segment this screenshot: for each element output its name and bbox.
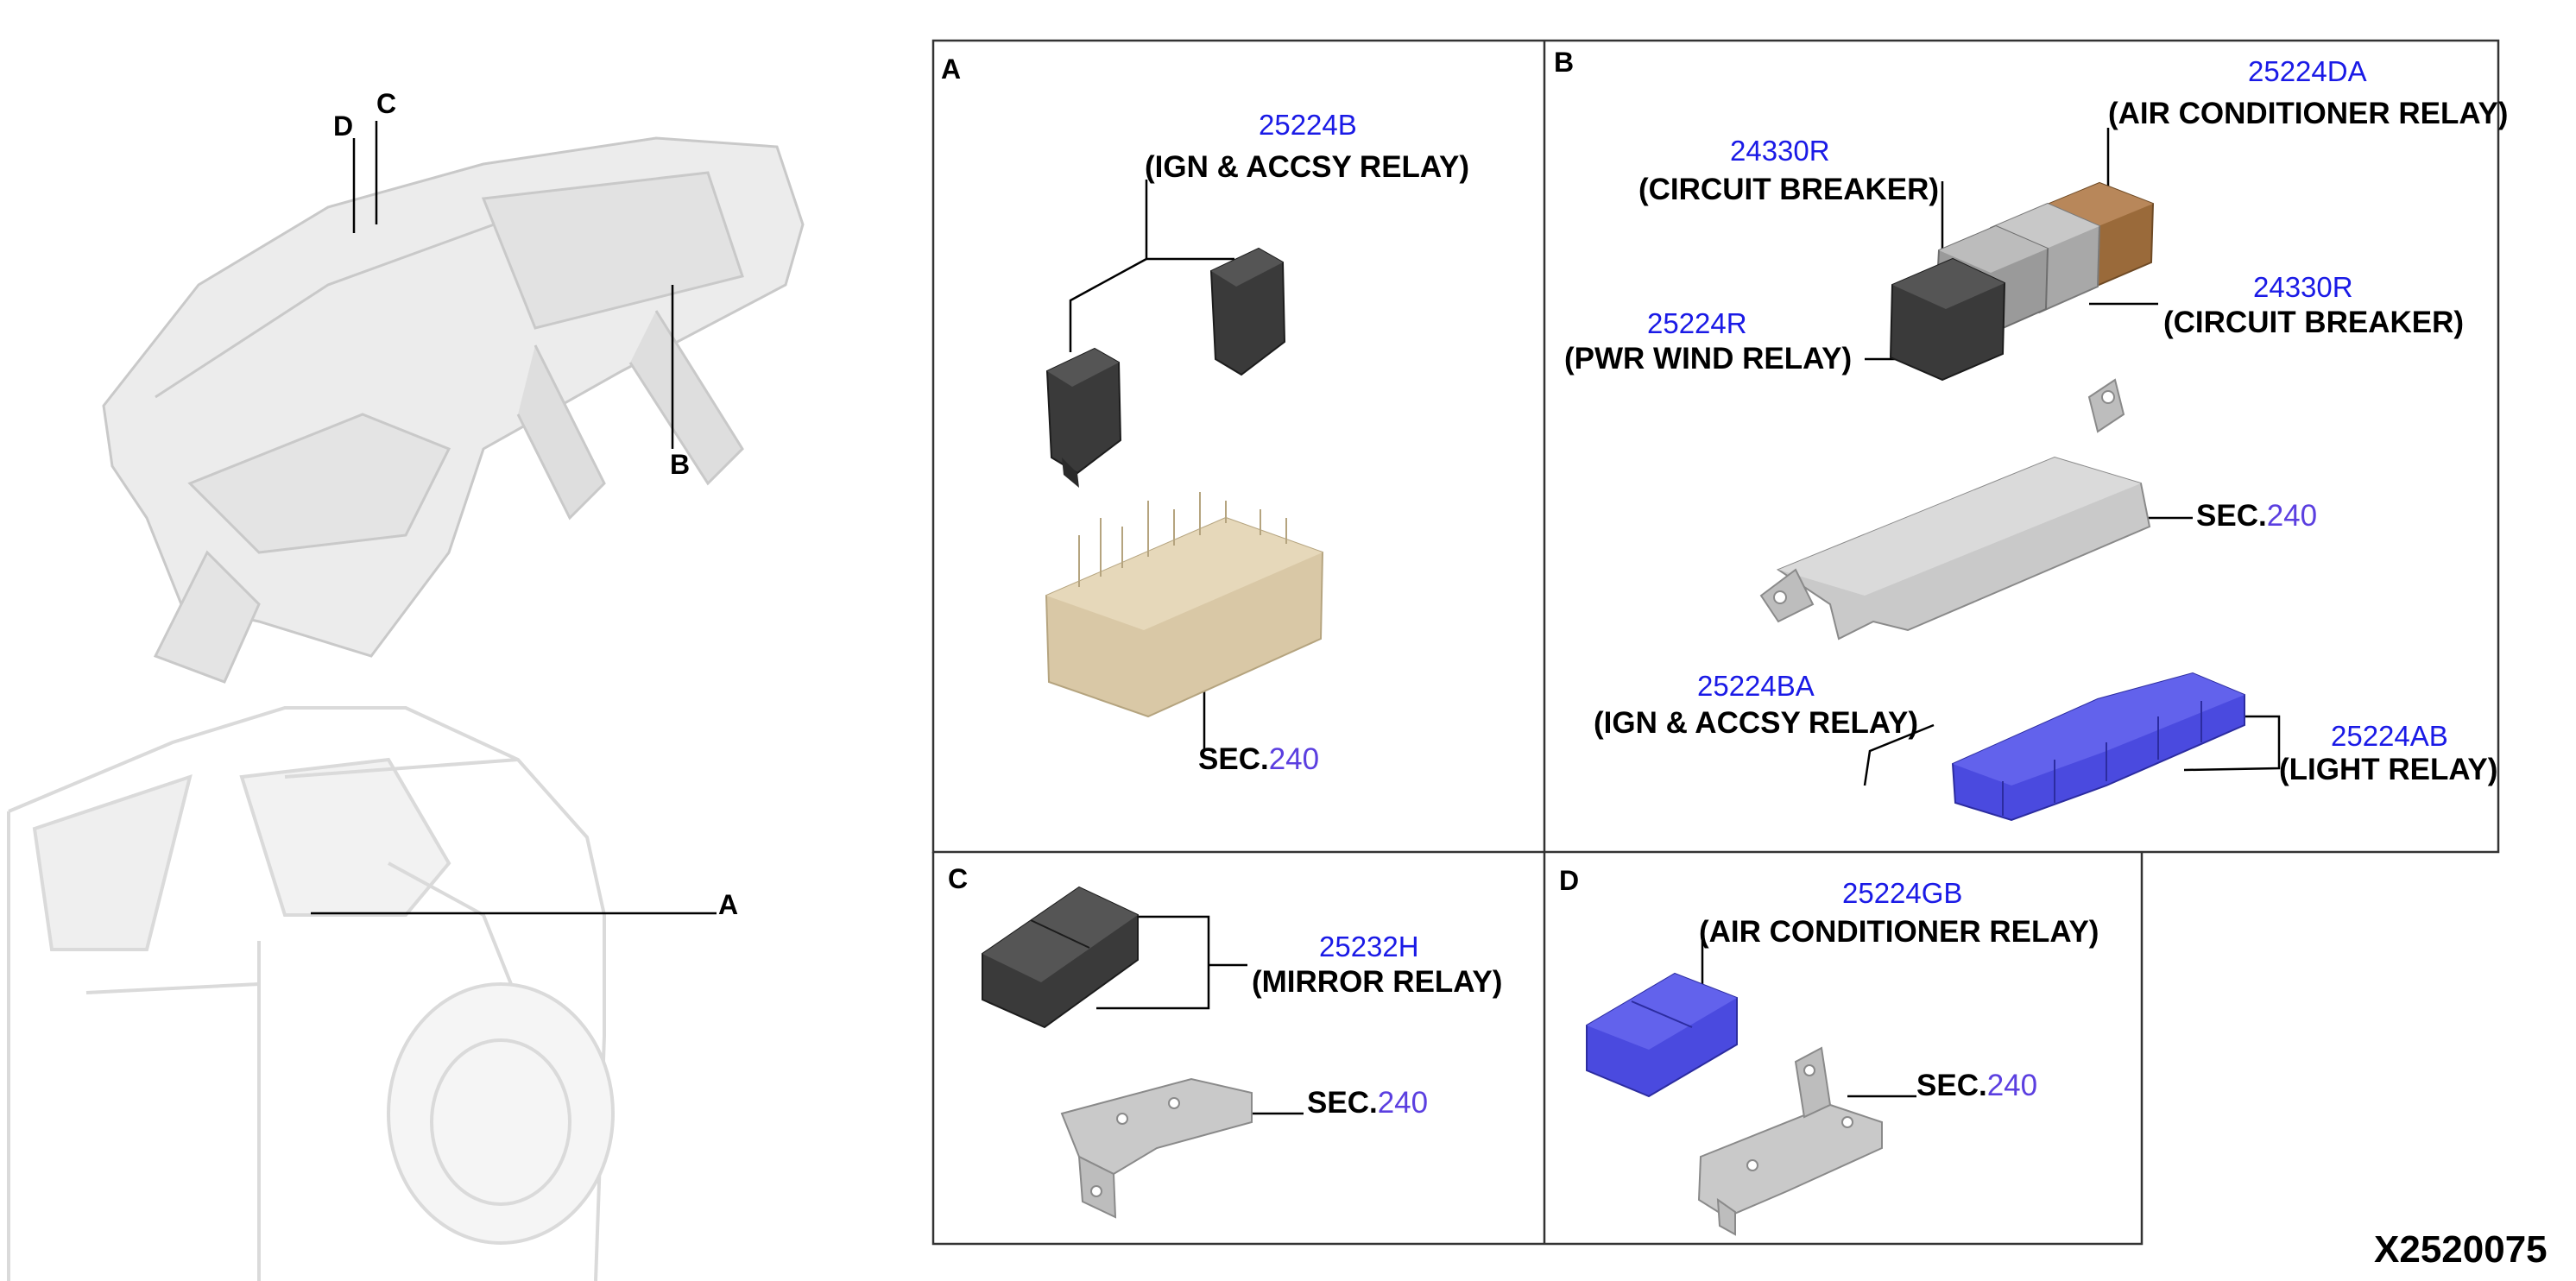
relay-25224b-left [1045, 347, 1122, 488]
section-number-c: 240 [1377, 1086, 1429, 1120]
relay-25224r [1889, 257, 2006, 382]
part-number-25224b: 25224B [1259, 109, 1357, 141]
part-number-25224gb: 25224GB [1842, 877, 1963, 909]
relay-25224b-right [1209, 247, 1286, 376]
vehicle-illustration [7, 706, 615, 1281]
section-number-d: 240 [1986, 1069, 2038, 1102]
relay-25232h [982, 886, 1139, 1029]
part-desc-light-relay: (LIGHT RELAY) [2279, 753, 2498, 786]
panel-b-letter: B [1554, 47, 1575, 78]
relay-25224gb [1586, 972, 1738, 1098]
part-desc-ign-accsy-relay-b: (IGN & ACCSY RELAY) [1594, 706, 1918, 740]
relay-blue-pair-panel-b [1951, 672, 2245, 822]
section-number-b: 240 [2266, 499, 2318, 533]
overview-label-a: A [718, 889, 739, 920]
panel-a-letter: A [941, 54, 962, 85]
fuse-block [1045, 492, 1324, 718]
section-ref-c: SEC.240 [1307, 1088, 1428, 1118]
section-prefix-d: SEC. [1916, 1069, 1987, 1102]
panel-c-letter: C [948, 863, 969, 894]
section-ref-b: SEC.240 [2196, 501, 2317, 531]
section-prefix-c: SEC. [1307, 1086, 1378, 1120]
diagram-id: X2520075 [2374, 1228, 2548, 1271]
part-desc-air-conditioner-relay-b: (AIR CONDITIONER RELAY) [2108, 97, 2509, 130]
dashboard-illustration [102, 136, 805, 684]
part-number-25224da: 25224DA [2248, 55, 2367, 87]
bracket-panel-d [1697, 1046, 1883, 1236]
section-prefix-b: SEC. [2196, 499, 2267, 533]
part-desc-circuit-breaker-right: (CIRCUIT BREAKER) [2163, 306, 2465, 339]
part-desc-air-conditioner-relay-d: (AIR CONDITIONER RELAY) [1699, 915, 2099, 949]
overview-label-b: B [670, 449, 691, 480]
bracket-panel-c [1060, 1077, 1253, 1219]
panel-d-letter: D [1559, 865, 1580, 896]
overview-label-c: C [376, 88, 397, 119]
bracket-panel-b [1759, 378, 2151, 640]
section-ref-a: SEC.240 [1198, 744, 1319, 774]
part-number-25224ba: 25224BA [1697, 670, 1815, 702]
part-number-24330r-right: 24330R [2253, 271, 2353, 303]
part-desc-ign-accsy-relay-a: (IGN & ACCSY RELAY) [1145, 150, 1469, 184]
overview-label-d: D [333, 110, 354, 142]
section-ref-d: SEC.240 [1916, 1070, 2037, 1101]
part-number-25232h: 25232H [1319, 931, 1419, 962]
part-desc-circuit-breaker-left: (CIRCUIT BREAKER) [1638, 173, 1940, 206]
part-number-25224r: 25224R [1647, 307, 1747, 339]
part-number-25224ab: 25224AB [2331, 720, 2448, 752]
section-prefix-a: SEC. [1198, 742, 1269, 776]
panel-frames [931, 39, 2500, 1246]
part-number-24330r-left: 24330R [1730, 135, 1830, 167]
part-desc-mirror-relay: (MIRROR RELAY) [1252, 965, 1503, 999]
part-desc-pwr-wind-relay: (PWR WIND RELAY) [1564, 342, 1853, 375]
dashboard-leaders [352, 121, 674, 449]
section-number-a: 240 [1268, 742, 1320, 776]
